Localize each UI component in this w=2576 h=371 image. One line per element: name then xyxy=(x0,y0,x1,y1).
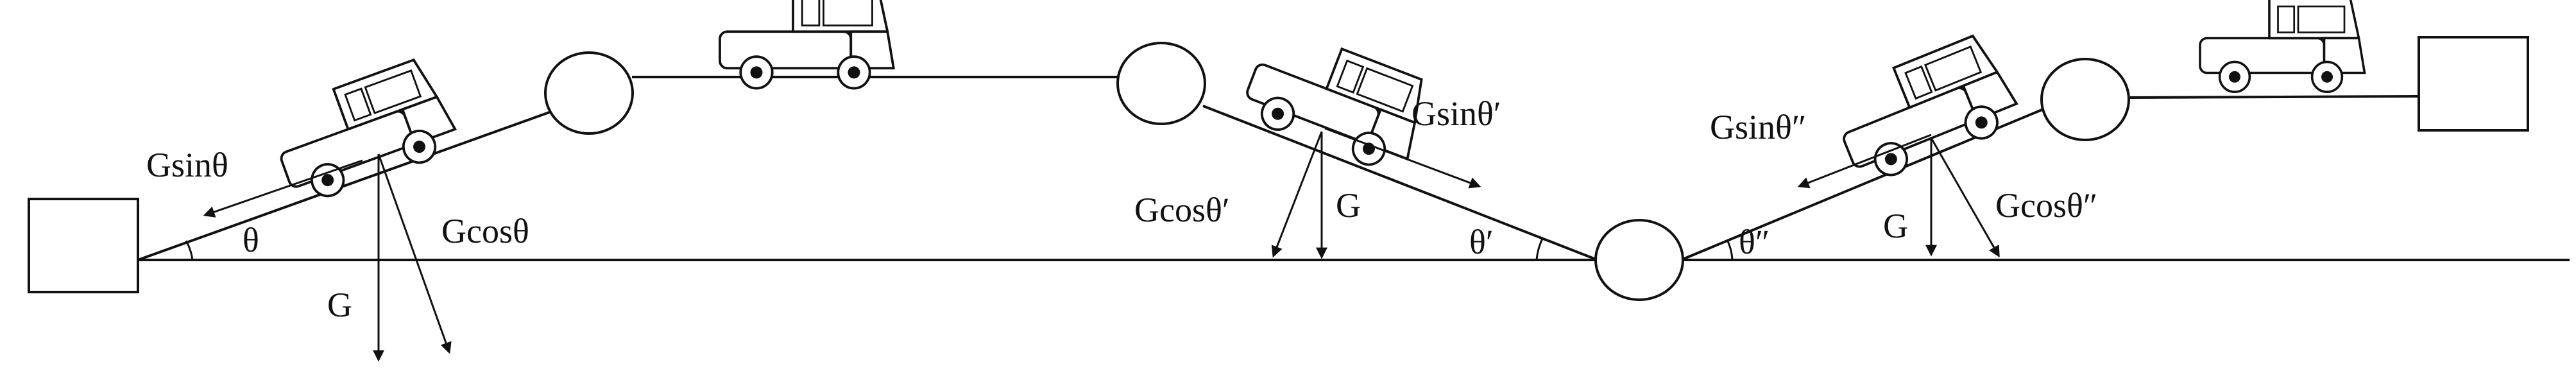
label-left-gravity: G xyxy=(327,286,352,324)
pulley-middle-top xyxy=(1116,42,1206,125)
label-middle-angle: θ′ xyxy=(1469,223,1494,261)
middle-slope xyxy=(1202,105,1598,261)
left-parallel-arrow xyxy=(203,159,363,218)
middle-angle-arc xyxy=(1535,238,1544,261)
label-left-parallel: Gsinθ xyxy=(146,146,228,184)
right-box xyxy=(2418,36,2529,132)
pulley-left-top xyxy=(544,51,634,135)
label-left-normal: Gcosθ xyxy=(441,212,529,250)
middle-parallel-arrow xyxy=(1324,127,1481,189)
car-top-flat xyxy=(719,0,895,90)
right-normal-arrow xyxy=(1930,137,2000,258)
car-right-flat xyxy=(2199,0,2366,93)
label-middle-parallel: Gsinθ′ xyxy=(1412,94,1501,133)
label-middle-gravity: G xyxy=(1336,186,1361,225)
label-right-gravity: G xyxy=(1883,207,1908,245)
left-box xyxy=(28,198,139,293)
label-middle-normal: Gcosθ′ xyxy=(1134,191,1230,229)
left-normal-arrow xyxy=(377,153,452,354)
right-parallel-arrow xyxy=(1797,134,1932,189)
pulley-right-top xyxy=(2040,58,2130,141)
middle-normal-arrow xyxy=(1271,131,1323,258)
label-left-angle: θ xyxy=(243,221,259,259)
left-slope xyxy=(137,108,559,261)
right-flat xyxy=(2129,95,2419,99)
label-right-parallel: Gsinθ″ xyxy=(1710,108,1806,146)
right-angle-arc xyxy=(1727,241,1734,261)
label-right-normal: Gcosθ″ xyxy=(1995,186,2097,225)
left-angle-arc xyxy=(185,240,194,261)
pulley-bottom xyxy=(1594,219,1684,301)
car-middle-slope xyxy=(1236,21,1437,179)
label-right-angle: θ″ xyxy=(1739,223,1770,261)
